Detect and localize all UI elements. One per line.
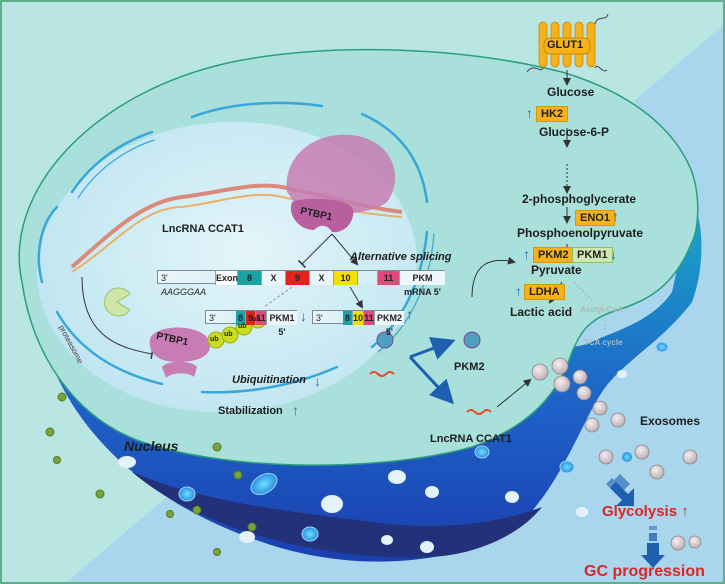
metabolite-glucose-6-p: Glucose-6-P [539,125,610,139]
stabilization-label: Stabilization [218,405,283,417]
enzyme-eno1: ENO1 [575,210,615,226]
enzyme-hk2: HK2 [536,106,569,122]
pkm1-exon-8: 8 [236,311,246,325]
ldha-up-arrow: ↑ [515,283,522,299]
export-arrows [408,337,456,405]
pkm2-up-arrow: ↑ [523,246,530,262]
hk2-up-arrow: ↑ [526,105,533,121]
glycolysis-text: Glycolysis [602,503,678,520]
cytoplasm-lncrna-ccat1-label: LncRNA CCAT1 [430,433,512,445]
pkm2-transcript: 3' 8 10 11 PKM2 5' [312,310,404,337]
metabolite-lactic-acid: Lactic acid [510,305,573,319]
exon-11: 11 [378,271,400,285]
ptbp1-lower-base [162,361,197,378]
ub-tag-2: ub [224,331,233,338]
metabolite-glucose: Glucose [547,85,595,99]
ccat1-inhibits-proteasome-line [81,276,154,360]
lncrna-fragment-nucleus [369,371,395,377]
pkm1-suffix: PKM1 5' [267,311,297,337]
pkm1-exon-11: 11 [256,311,267,325]
nucleus-label: Nucleus [124,438,179,454]
inhibit-exon9-line [297,233,333,269]
pkm2-exon-11: 11 [364,311,375,325]
pkm1-transcript: 3' 8 9 11 PKM1 5' [205,310,297,337]
pre-mrna-suffix: PKM mRNA 5' [400,271,445,297]
intron-x-1: X [262,271,286,285]
pkm1-transcript-down-arrow: ↓ [300,308,307,324]
enzyme-ldha: LDHA [524,284,565,300]
ptbp1-top-protein [290,198,354,233]
cytoplasm-pkm2-label: PKM2 [454,361,485,373]
ub-tag-4: ub [252,316,261,323]
intron-blank [358,271,378,285]
pkm2-prefix: 3' [316,313,323,323]
enzyme-pkm1: PKM1 [572,247,613,263]
ubiquitination-down-arrow: ↓ [314,373,321,389]
pkm2-to-pathway-arrow [471,256,516,298]
metabolite-2-phosphoglycerate: 2-phosphoglycerate [522,192,637,206]
glycolysis-up-arrow: ↑ [681,503,689,520]
pkm-pre-mrna: 3' AAGGGAA Exon 8 X 9 X 10 11 PKM mRNA 5… [157,270,445,297]
exosomes-label: Exosomes [640,414,701,428]
metabolite-acetyl-coa: Acetyl-CoA [580,305,624,314]
ub-tag-1: ub [210,336,219,343]
promote-exon10-line [331,233,359,266]
vesicles [118,341,669,553]
cell-body-shadow [132,472,542,558]
pkm1-prefix: 3' [209,313,216,323]
exon-9: 9 [286,271,310,285]
lncrna-fragment-cytoplasm [466,409,492,415]
pkm2-protein-cytoplasm [463,331,481,349]
proteasome-icon [104,287,131,317]
pkm2-suffix: PKM2 5' [375,311,404,337]
gc-progression-label: GC progression [584,563,705,580]
outcome-arrows [602,468,665,568]
exon-8: 8 [238,271,262,285]
tca-cycle-label: TCA cycle [584,338,623,347]
intron-x-2: X [310,271,334,285]
eno1-up-arrow: ↑ [612,208,619,224]
pkm1-splice-line [263,286,293,308]
exon-10: 10 [334,271,358,285]
pre-mrna-exon-label: Exon [216,271,239,285]
pkm2-exon-10: 10 [353,311,364,325]
pkm2-protein-nucleus [376,331,394,349]
pkm1-exon-9: 9 [246,311,256,325]
pkm1-down-arrow: ↓ [610,246,617,262]
pre-mrna-prefix: 3' AAGGGAA [158,271,216,297]
pkm2-transcript-up-arrow: ↑ [406,306,413,322]
granules [45,392,257,556]
glut1-transporter [526,13,609,73]
pre-mrna-3prime: 3' [161,273,168,283]
alternative-splicing-label: Alternative splicing [350,251,452,263]
ptbp1-large-complex [286,134,395,215]
enzyme-pkm2: PKM2 [533,247,574,263]
glut1-label: GLUT1 [547,39,584,51]
nucleus-lncrna-ccat1-label: LncRNA CCAT1 [162,223,244,235]
ub-tag-3: ub [238,323,247,330]
exosomes [531,357,702,551]
metabolite-pyruvate: Pyruvate [531,263,582,277]
ubiquitination-label: Ubiquitination [232,374,306,386]
pkm2-splice-line [349,286,364,309]
pre-mrna-motif: AAGGGAA [161,287,207,297]
pkm2-exon-8: 8 [343,311,353,325]
stabilization-up-arrow: ↑ [292,402,299,418]
metabolite-phosphoenolpyruvate: Phosphoenolpyruvate [517,226,644,240]
glycolysis-label: Glycolysis ↑ [602,504,689,519]
ccat1-to-exosome-arrow [496,378,532,408]
ptbp1-lower-protein [149,327,211,362]
